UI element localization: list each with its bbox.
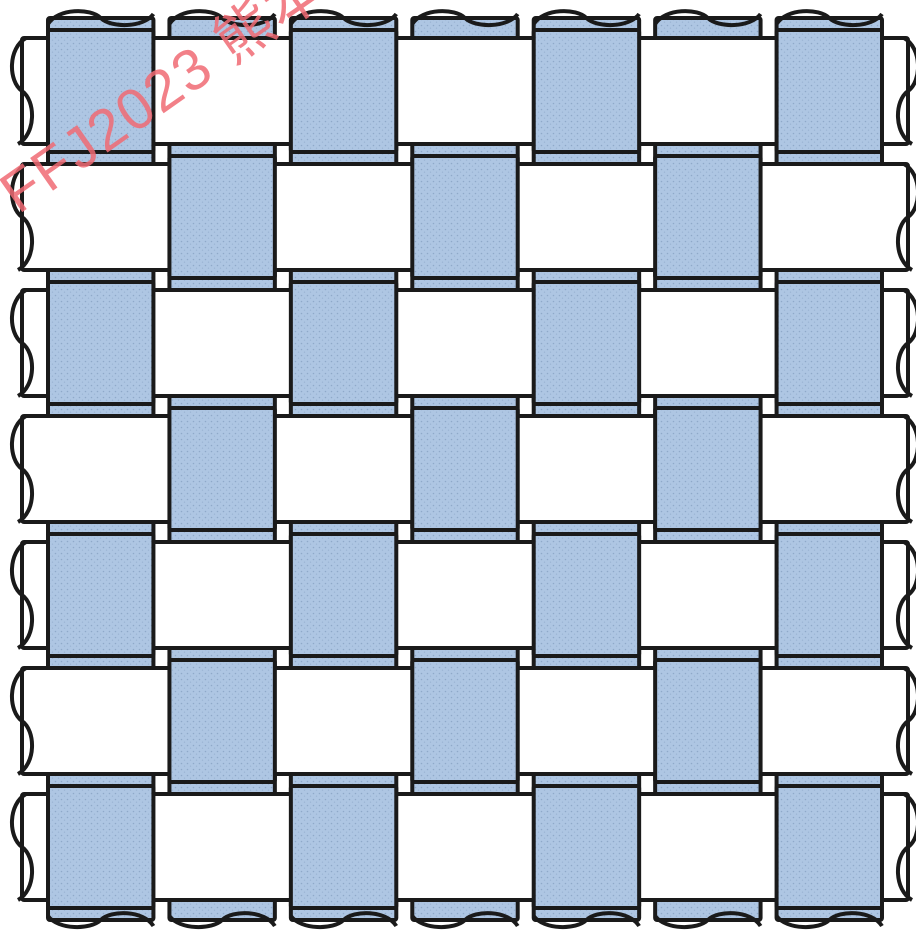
warp-over-cell [48,30,153,152]
warp-over-cell [48,282,153,404]
warp-over-cell [412,660,517,782]
warp-over-cell [48,786,153,908]
warp-over-cell [655,660,760,782]
warp-over-cell [534,30,639,152]
warp-over-cell [291,786,396,908]
warp-over-cell [291,30,396,152]
warp-over-cell [412,408,517,530]
warp-over-cell [655,408,760,530]
weave-grid [12,11,916,927]
warp-over-cell [169,660,274,782]
warp-over-cell [777,786,882,908]
warp-over-cell [655,156,760,278]
warp-over-cell [412,156,517,278]
warp-over-cell [48,534,153,656]
warp-over-cell [777,534,882,656]
warp-over-cell [169,408,274,530]
warp-over-cell [291,534,396,656]
warp-over-cell [169,156,274,278]
warp-over-cell [534,786,639,908]
warp-over-cell [534,534,639,656]
warp-over-cell [777,30,882,152]
warp-over-cell [534,282,639,404]
warp-over-cell [291,282,396,404]
warp-over-cell [777,282,882,404]
